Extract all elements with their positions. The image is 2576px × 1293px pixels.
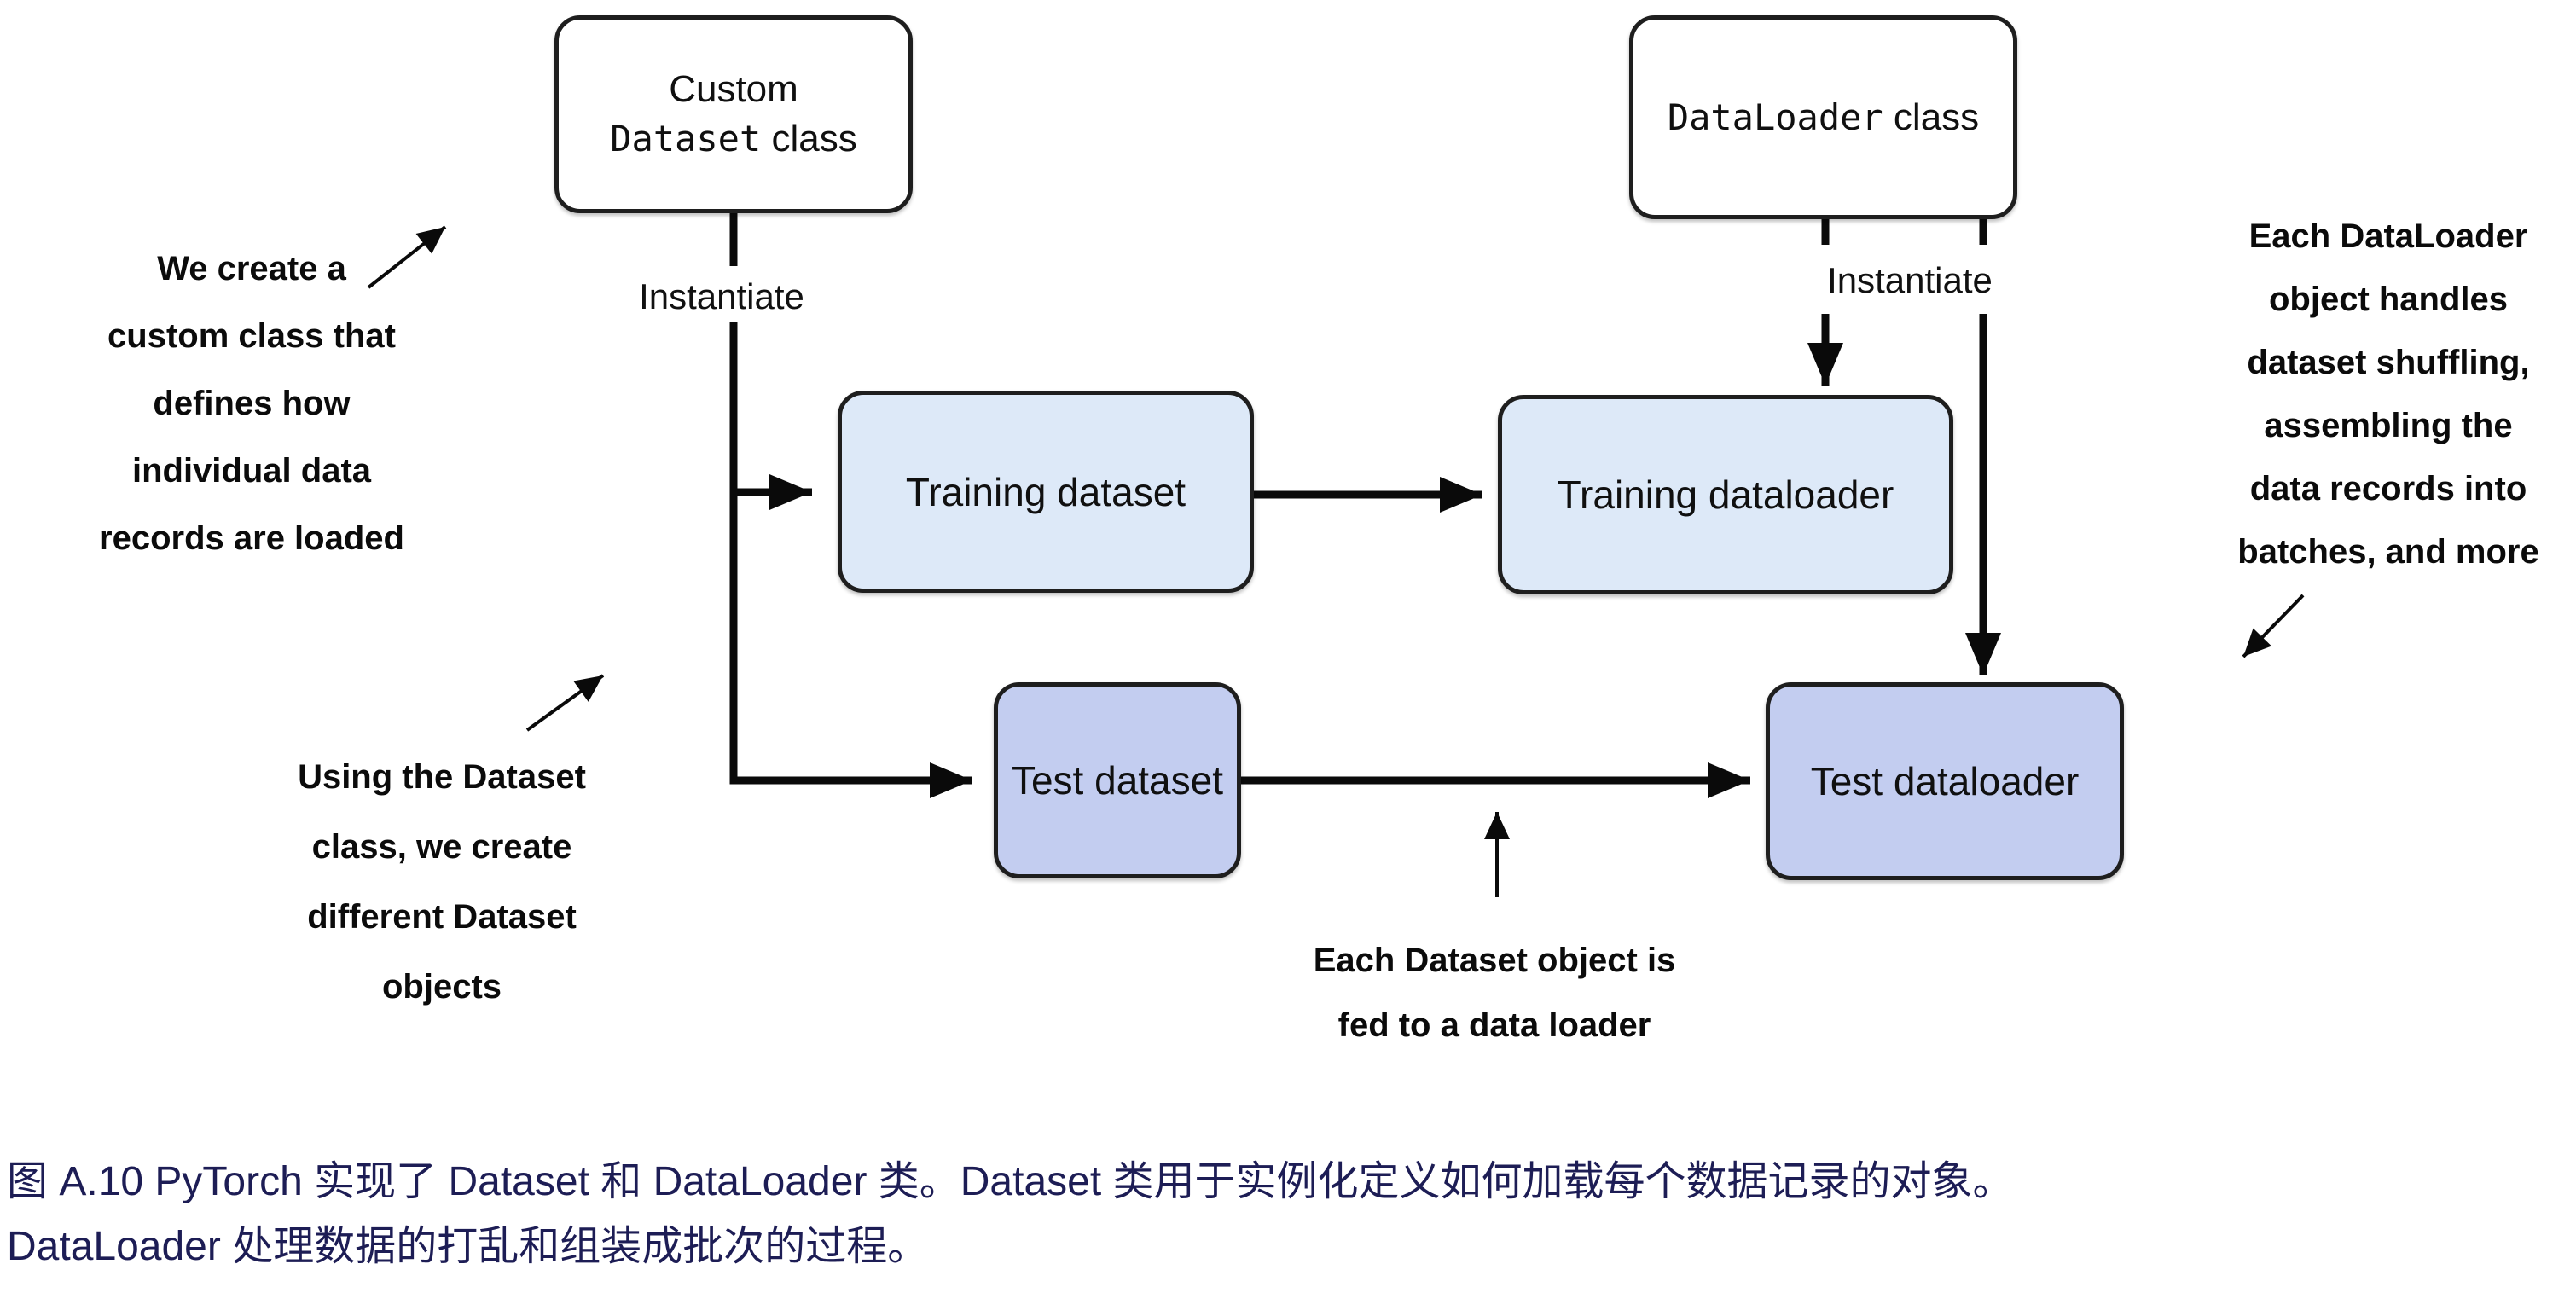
node-training-dataset: Training dataset [838, 391, 1254, 593]
dataset-code-text: Dataset [610, 118, 762, 159]
annotation-line: Each DataLoader [2248, 217, 2528, 255]
node-training-dataset-label: Training dataset [905, 469, 1186, 514]
annotation-line: batches, and more [2237, 533, 2539, 571]
annotation-create-custom-class: We create a custom class that defines ho… [55, 235, 448, 572]
annotation-using-dataset-class: Using the Dataset class, we create diffe… [246, 742, 638, 1022]
annotation-line: Using the Dataset [298, 758, 586, 796]
annotation-line: fed to a data loader [1337, 1006, 1651, 1044]
annotation-line: class, we create [311, 828, 572, 866]
edge-label-instantiate-left: Instantiate [597, 275, 846, 319]
edge-label-instantiate-right: Instantiate [1785, 258, 2034, 303]
annotation-line: objects [381, 968, 502, 1006]
annotation-line: different Dataset [307, 898, 577, 936]
node-test-dataloader: Test dataloader [1766, 682, 2124, 880]
annotation-line: records are loaded [99, 519, 404, 557]
dataloader-class-suffix: class [1883, 96, 1980, 138]
node-custom-dataset-class-line1: Custom [669, 68, 798, 110]
node-training-dataloader: Training dataloader [1498, 395, 1953, 594]
pointer-right-annotation-arrow [2242, 594, 2305, 658]
node-dataloader-class-label: DataLoader class [1668, 93, 1979, 142]
node-custom-dataset-class-line2: Dataset class [610, 114, 857, 164]
annotation-line: object handles [2268, 281, 2509, 318]
node-test-dataset: Test dataset [994, 682, 1241, 878]
figure-caption-line2: DataLoader 处理数据的打乱和组装成批次的过程。 [7, 1224, 929, 1269]
node-dataloader-class: DataLoader class [1629, 15, 2017, 219]
annotation-line: custom class that [107, 317, 396, 355]
annotation-dataset-fed-to-loader: Each Dataset object is fed to a data loa… [1303, 928, 1686, 1058]
dataloader-code-text: DataLoader [1667, 96, 1883, 138]
dataset-class-suffix: class [761, 118, 857, 159]
figure-caption: 图 A.10 PyTorch 实现了 Dataset 和 DataLoader … [7, 1150, 2549, 1279]
annotation-line: Each Dataset object is [1313, 942, 1676, 979]
node-test-dataset-label: Test dataset [1011, 758, 1224, 803]
pointer-bottom-left-annotation-arrow [525, 674, 605, 732]
annotation-line: We create a [157, 250, 346, 287]
annotation-line: data records into [2249, 470, 2527, 507]
node-training-dataloader-label: Training dataloader [1557, 473, 1894, 517]
annotation-line: dataset shuffling, [2247, 344, 2530, 381]
node-custom-dataset-class: Custom Dataset class [554, 15, 913, 213]
annotation-line: assembling the [2264, 407, 2513, 444]
figure-caption-line1: 图 A.10 PyTorch 实现了 Dataset 和 DataLoader … [7, 1159, 2014, 1204]
annotation-dataloader-handles-shuffling: Each DataLoader object handles dataset s… [2218, 205, 2559, 583]
node-test-dataloader-label: Test dataloader [1810, 759, 2080, 803]
annotation-line: individual data [131, 452, 372, 490]
annotation-line: defines how [153, 385, 351, 422]
